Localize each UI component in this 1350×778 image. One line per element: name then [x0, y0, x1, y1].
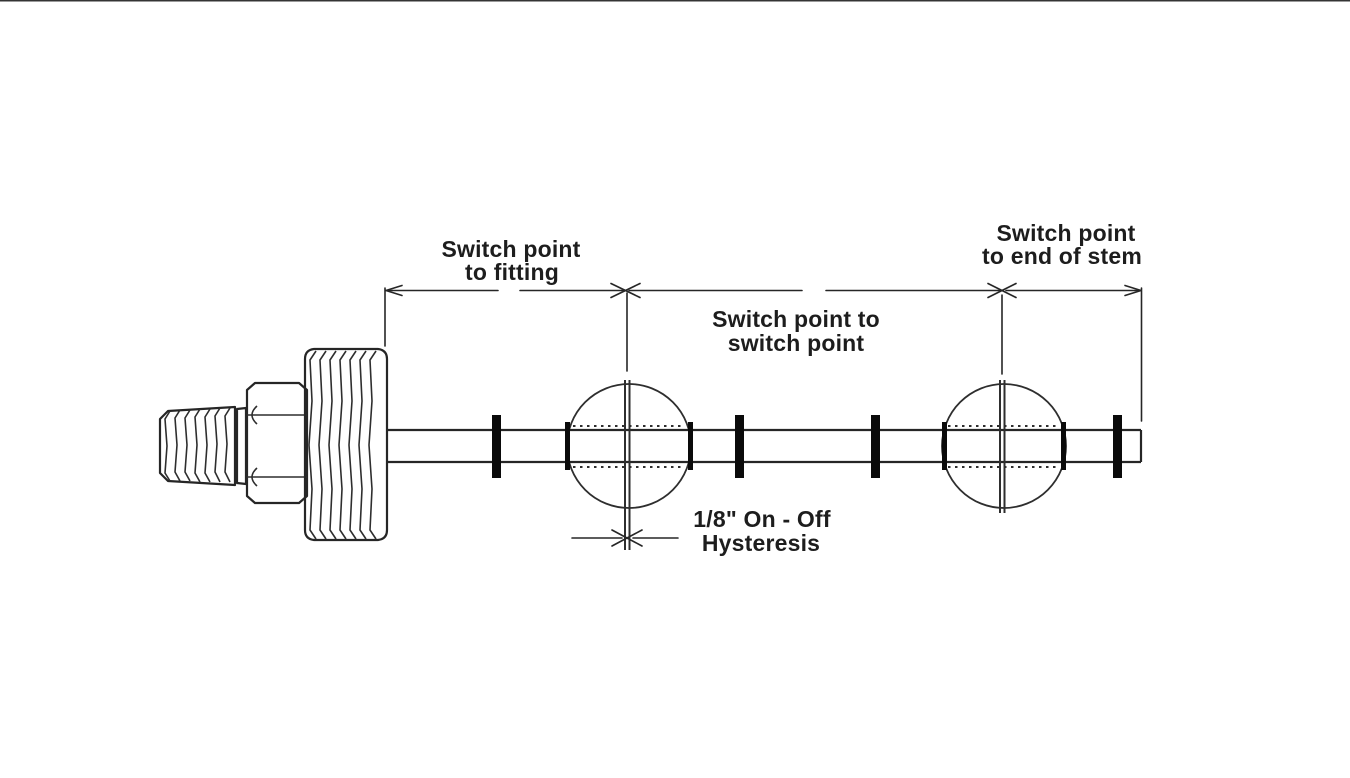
stop-collar-1: [492, 415, 501, 478]
stop-collars: [492, 415, 1122, 478]
float-2-retainer-left: [942, 422, 947, 470]
label-switch-point-to-switch-point-line1: Switch point to: [712, 306, 880, 332]
dimension-switch-point-to-end-of-stem: Switch point to end of stem: [982, 220, 1142, 297]
stop-collar-2: [735, 415, 744, 478]
arrow-cross-hysteresis: [611, 529, 643, 547]
float-1-retainer-left: [565, 422, 570, 470]
label-switch-point-to-fitting-line1: Switch point: [441, 236, 580, 262]
small-pipe-thread: [158, 405, 237, 487]
label-hysteresis-line2: Hysteresis: [702, 530, 820, 556]
arrowhead-right: [1124, 284, 1142, 297]
dimension-switch-point-to-fitting: Switch point to fitting: [385, 236, 641, 299]
stem: [387, 428, 1143, 464]
top-edge-line: [0, 0, 1350, 2]
float-2-switch-point-line: [999, 380, 1006, 513]
label-switch-point-to-fitting-line2: to fitting: [465, 259, 559, 285]
label-switch-point-to-end-of-stem-line2: to end of stem: [982, 243, 1142, 269]
stop-collar-3: [871, 415, 880, 478]
float-1-retainer-right: [688, 422, 693, 470]
label-switch-point-to-end-of-stem-line1: Switch point: [996, 220, 1135, 246]
arrowhead-left: [385, 284, 403, 297]
dimension-switch-point-to-switch-point: Switch point to switch point: [628, 282, 1017, 356]
label-switch-point-to-switch-point-line2: switch point: [728, 330, 865, 356]
float-1: [565, 380, 693, 550]
dimension-hysteresis: 1/8" On - Off Hysteresis: [571, 506, 831, 556]
fitting: [158, 347, 389, 542]
arrow-cross-switch-point-2: [987, 282, 1017, 299]
float-2: [941, 380, 1067, 513]
collar: [235, 406, 248, 486]
large-mounting-thread: [303, 347, 389, 542]
hex-nut: [245, 381, 309, 505]
label-hysteresis-line1: 1/8" On - Off: [693, 506, 831, 532]
float-2-retainer-right: [1061, 422, 1066, 470]
stop-collar-4: [1113, 415, 1122, 478]
float-1-switch-point-line: [624, 380, 631, 550]
extension-lines: [384, 287, 1143, 422]
arrow-cross-switch-point-1: [610, 282, 641, 299]
